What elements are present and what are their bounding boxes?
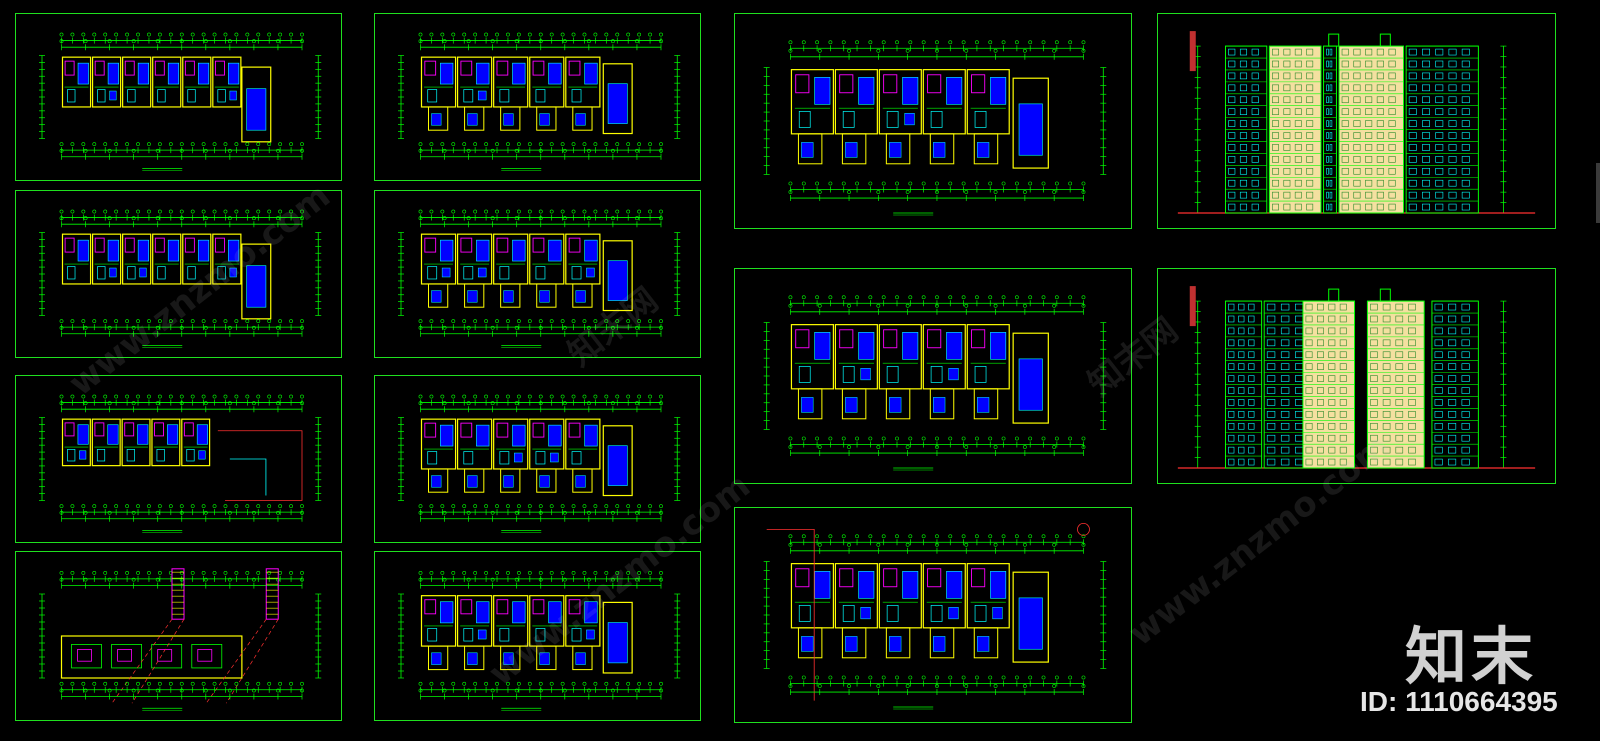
- cad-drawing: [39, 209, 322, 348]
- plan-sheet-9: [734, 13, 1132, 229]
- cad-drawing: [763, 295, 1107, 471]
- cad-drawing: [39, 32, 322, 171]
- cad-drawing: [39, 568, 322, 711]
- cad-drawing: [398, 32, 681, 171]
- cad-elevation: [1177, 286, 1536, 469]
- cad-drawing: [763, 522, 1107, 710]
- plan-sheet-1: [15, 13, 342, 181]
- plan-sheet-7: [374, 375, 701, 543]
- plan-sheet-11: [734, 507, 1132, 723]
- scroll-edge-tab[interactable]: [1596, 163, 1600, 223]
- site-logo-watermark: 知末: [1405, 620, 1538, 693]
- cad-drawing: [39, 394, 322, 533]
- elevation-sheet-2: [1157, 268, 1556, 484]
- plan-sheet-5: [374, 13, 701, 181]
- elevation-sheet-1: [1157, 13, 1556, 229]
- cad-drawing: [398, 570, 681, 711]
- cad-drawing: [763, 40, 1107, 216]
- plan-sheet-6: [374, 190, 701, 358]
- asset-id-watermark: ID: 1110664395: [1360, 686, 1558, 717]
- cad-drawing: [398, 209, 681, 348]
- cad-elevation: [1177, 31, 1536, 214]
- plan-sheet-10: [734, 268, 1132, 484]
- plan-sheet-2: [15, 190, 342, 358]
- plan-sheet-4: [15, 551, 342, 721]
- plan-sheet-8: [374, 551, 701, 721]
- cad-drawing: [398, 394, 681, 533]
- plan-sheet-3: [15, 375, 342, 543]
